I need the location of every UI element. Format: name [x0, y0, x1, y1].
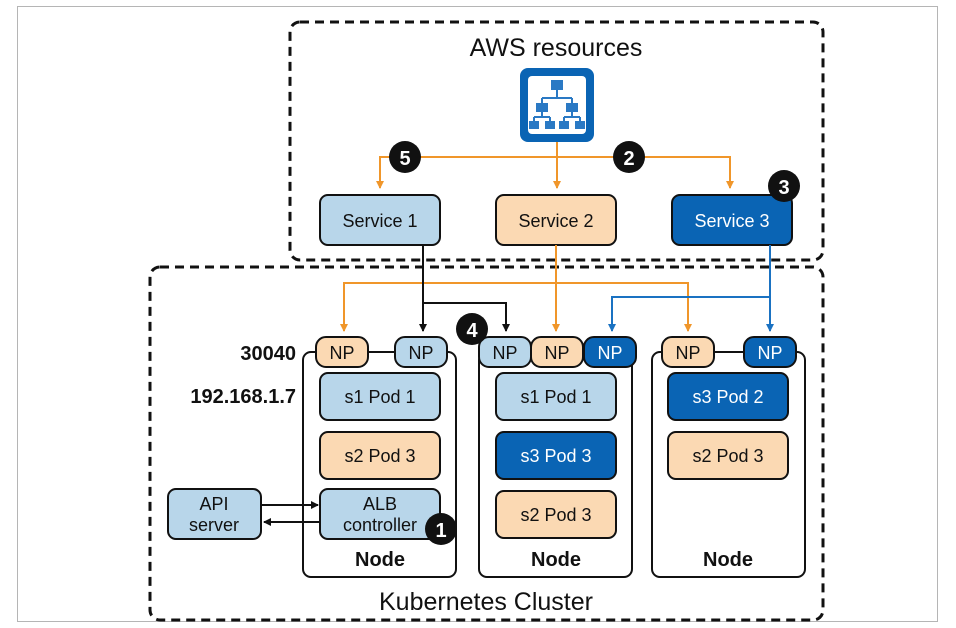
pod-label: s1 Pod 1	[344, 387, 415, 407]
step-badge-1: 1	[425, 513, 457, 545]
node-ip-label: 192.168.1.7	[190, 386, 296, 408]
nodeport-label: NP	[329, 343, 354, 363]
node-3-pod-1[interactable]	[667, 372, 789, 421]
service-3-label: Service 3	[694, 211, 769, 231]
pod-label: s2 Pod 3	[344, 446, 415, 466]
nodeport-label: NP	[757, 343, 782, 363]
service-3-nodeport-arrows	[608, 245, 774, 332]
svg-text:4: 4	[466, 320, 478, 342]
api-server-line1: API	[199, 494, 228, 514]
nodeport-n1-light[interactable]	[394, 336, 448, 368]
pod-label: s2 Pod 3	[692, 446, 763, 466]
kubernetes-cluster-title: Kubernetes Cluster	[379, 588, 593, 616]
nodeport-label: NP	[544, 343, 569, 363]
nodeport-n2-blue[interactable]	[583, 336, 637, 368]
nodeport-label: NP	[492, 343, 517, 363]
node-3-pod-2[interactable]	[667, 431, 789, 480]
step-badge-5: 5	[389, 141, 421, 173]
nodeport-n1-orange[interactable]	[315, 336, 369, 368]
pod-label: s1 Pod 1	[520, 387, 591, 407]
alb-controller-line1: ALB	[363, 494, 397, 514]
service-2-nodeport-arrows	[340, 245, 692, 332]
step-badge-2: 2	[613, 141, 645, 173]
api-server-box[interactable]	[167, 488, 262, 540]
service-1-label: Service 1	[342, 211, 417, 231]
pod-label: s3 Pod 2	[692, 387, 763, 407]
nodeport-n3-blue[interactable]	[743, 336, 797, 368]
aws-resources-title: AWS resources	[470, 34, 643, 62]
nodeport-label: NP	[675, 343, 700, 363]
svg-text:1: 1	[435, 520, 446, 542]
svg-text:5: 5	[399, 148, 410, 170]
step-badge-3: 3	[768, 170, 800, 202]
service-2-label: Service 2	[518, 211, 593, 231]
node-1-pod-1[interactable]	[319, 372, 441, 421]
node-1-label: Node	[355, 549, 405, 571]
service-3-box[interactable]	[671, 194, 793, 246]
nodeport-n3-orange[interactable]	[661, 336, 715, 368]
alb-api-arrows	[262, 501, 320, 526]
service-1-box[interactable]	[319, 194, 441, 246]
lb-to-services-arrows	[376, 142, 734, 189]
alb-controller-line2: controller	[343, 515, 417, 535]
nodeport-number-label: 30040	[240, 343, 296, 365]
node-2-pod-1[interactable]	[495, 372, 617, 421]
api-server-line2: server	[189, 515, 239, 535]
node-2-pod-2[interactable]	[495, 431, 617, 480]
node-2-pod-3[interactable]	[495, 490, 617, 539]
pod-label: s2 Pod 3	[520, 505, 591, 525]
nodeport-label: NP	[408, 343, 433, 363]
load-balancer-icon	[520, 68, 594, 142]
aws-resources-boundary	[288, 20, 825, 262]
kubernetes-cluster-boundary	[148, 265, 825, 622]
step-badge-4: 4	[456, 313, 488, 345]
node-3-label: Node	[703, 549, 753, 571]
node-2-label: Node	[531, 549, 581, 571]
node-1-pod-2[interactable]	[319, 431, 441, 480]
svg-text:3: 3	[778, 177, 789, 199]
service-1-nodeport-arrows	[419, 245, 510, 332]
pod-label: s3 Pod 3	[520, 446, 591, 466]
nodeport-label: NP	[597, 343, 622, 363]
svg-text:2: 2	[623, 148, 634, 170]
